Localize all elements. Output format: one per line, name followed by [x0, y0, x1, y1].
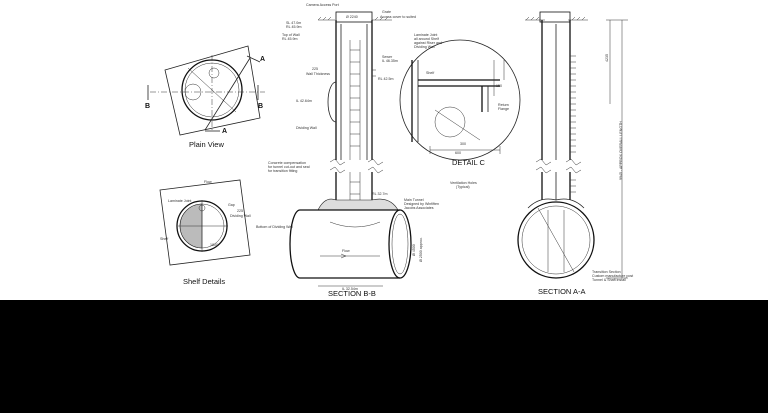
note-ventilation-holes: Ventilation Holes	[450, 181, 477, 185]
note-grate-sub: Access cover to suited	[380, 15, 416, 19]
note-laminate-c-4: Dividing Wall	[414, 45, 435, 49]
note-gap: Gap	[228, 203, 235, 207]
note-main-tunnel-3: Jacobs Associates	[404, 206, 434, 210]
note-transition: Transition Section	[592, 270, 621, 274]
note-main-tunnel-2: Designed by Winfiften	[404, 202, 439, 206]
note-grate: Grate	[382, 10, 391, 14]
note-concrete-comp-2: for tunnel cut-out and seal	[268, 165, 310, 169]
detail-c-drawing	[399, 39, 521, 161]
note-wall-thickness-val: 225	[312, 67, 318, 71]
note-return-flange-2: Flange	[498, 107, 509, 111]
note-dim-600: 600	[455, 151, 461, 155]
note-camera-access-port: Camera Access Port	[306, 3, 339, 7]
note-main-tunnel: Main Tunnel	[404, 198, 424, 202]
note-rl-3274: RL 32.7m	[372, 192, 388, 196]
note-transition-3: Tunnel & Shaft install	[592, 278, 626, 282]
drawing-sheet: Plain View Shelf Details SECTION B-B SEC…	[0, 0, 768, 300]
note-dim-300: 300	[460, 142, 466, 146]
note-dia-4500: Ø 4500	[412, 244, 416, 256]
note-ventilation-holes-2: (Typical)	[456, 185, 470, 189]
note-return-flange: Return	[498, 103, 509, 107]
note-sewer-il: IL 46.35m	[382, 59, 398, 63]
note-rl-4270: RL 42.5m	[378, 77, 394, 81]
note-dim-225: 225	[237, 209, 243, 213]
note-dim-4235: 4235	[605, 54, 609, 62]
section-marker-b-left: B	[145, 103, 151, 110]
note-bottom-dividing-wall: Bottom of Dividing Wall	[256, 225, 294, 229]
note-dividing-wall: Dividing Wall	[296, 126, 317, 130]
note-laminate-c-3: against Riser and	[414, 41, 442, 45]
note-concrete-comp: Concrete compensation	[268, 161, 306, 165]
note-sl: SL 47.0m	[286, 21, 302, 25]
note-overall-length: 9945 - APPROX OVERALL LENGTH	[619, 121, 623, 180]
note-laminate-joint: Laminate Joint	[168, 199, 192, 203]
section-marker-b-right: B	[258, 103, 264, 110]
shelf-details-title: Shelf Details	[183, 277, 226, 286]
note-laminate-c-1: Laminate Joint	[414, 33, 438, 37]
shelf-details-drawing	[159, 179, 251, 266]
note-dia-2500: Ø 2500 approx.	[419, 237, 423, 262]
section-aa-drawing	[517, 11, 628, 279]
section-aa-title: SECTION A-A	[538, 287, 586, 296]
note-shelf-c: Shelf	[426, 71, 435, 75]
note-dim-2240: Ø 2240	[346, 15, 358, 19]
note-concrete-comp-3: for transition fitting	[268, 169, 298, 173]
note-dividing-wall-shelf: Dividing Wall	[230, 214, 251, 218]
note-laminate-c-2: all around Shelf	[414, 37, 439, 41]
note-flow: Flow	[342, 249, 350, 253]
note-il-top: RL 45.9m	[286, 25, 302, 29]
note-dim-1800: 1800	[210, 243, 218, 247]
note-flow-shelf: Flow	[204, 180, 212, 184]
detail-c-title: DETAIL C	[452, 158, 485, 167]
note-il-3254: IL 32.54m	[342, 287, 358, 291]
note-top-of-wall: Top of Wall	[282, 33, 300, 37]
note-wall-thickness: Wall Thickness	[306, 72, 330, 76]
plain-view-title: Plain View	[189, 140, 224, 149]
section-marker-a-top: A	[260, 56, 266, 63]
drawing-svg	[147, 11, 628, 287]
note-il-4264: IL 42.64m	[296, 99, 312, 103]
section-marker-a-bottom: A	[222, 128, 228, 135]
note-transition-2: Custom manufacture post	[592, 274, 634, 278]
note-shelf: Shelf	[160, 237, 169, 241]
note-dim-150: 150	[496, 84, 502, 88]
plain-view-drawing	[147, 45, 265, 136]
note-top-of-wall-rl: RL 45.9m	[282, 37, 298, 41]
section-bb-drawing	[289, 11, 412, 287]
note-sewer: Sewer	[382, 55, 393, 59]
section-bb-title: SECTION B-B	[328, 289, 376, 298]
